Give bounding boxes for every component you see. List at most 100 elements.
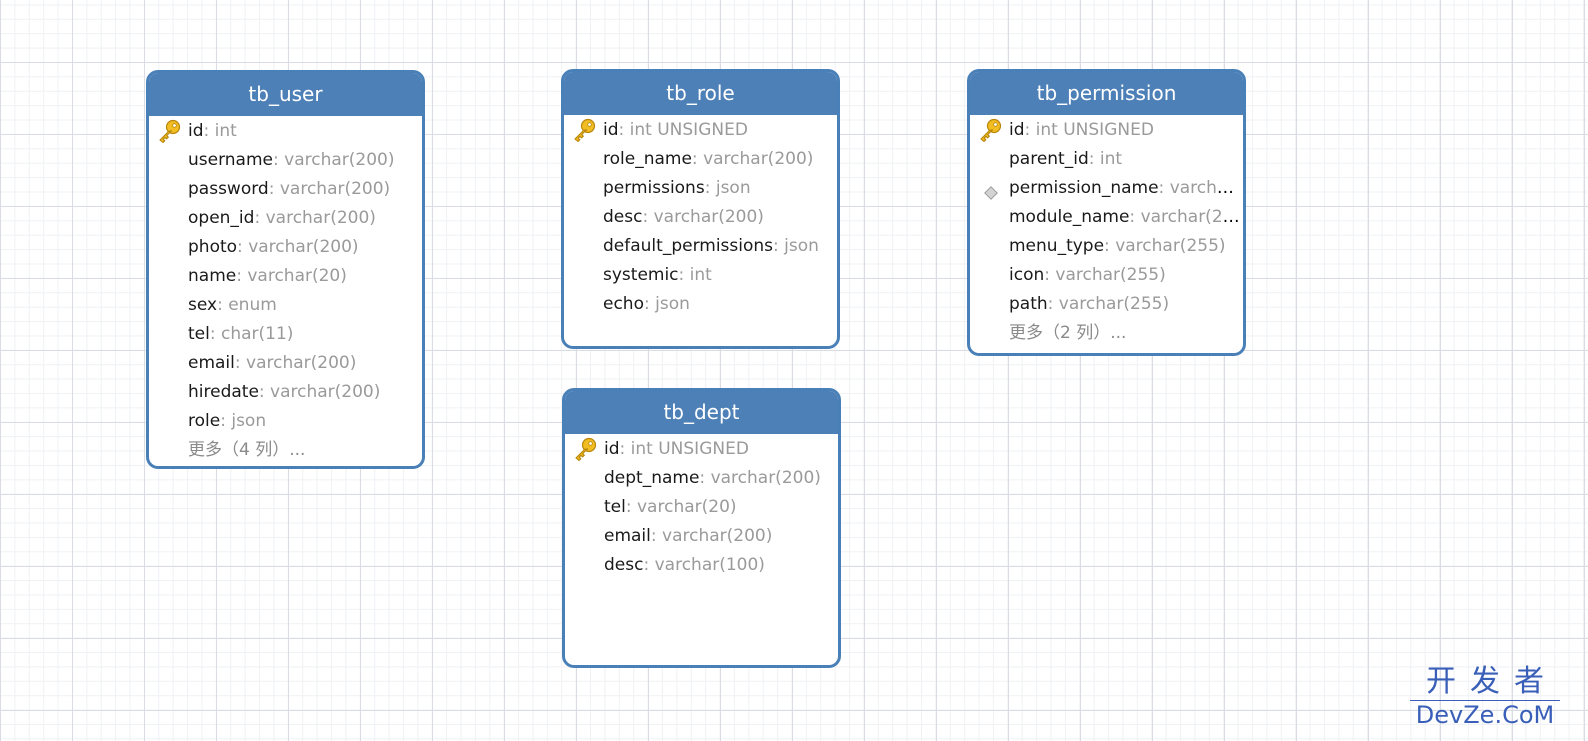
field-name: role [188, 411, 221, 431]
field-row[interactable]: photo: varchar(200) [149, 234, 422, 263]
field-name: echo [603, 294, 644, 314]
field-row[interactable]: id: int UNSIGNED [970, 117, 1243, 146]
field-name: open_id [188, 208, 255, 228]
field-separator: : [1024, 120, 1036, 140]
field-type: varchar(200) [662, 526, 773, 546]
field-separator: : [203, 121, 215, 141]
field-type: varchar(255) [1058, 294, 1170, 314]
field-row[interactable]: role_name: varchar(200) [564, 146, 837, 175]
field-row[interactable]: permissions: json [564, 175, 837, 204]
field-name: hiredate [188, 382, 259, 402]
field-separator: : [1044, 265, 1056, 285]
field-name: tel [188, 324, 210, 344]
field-row[interactable]: role: json [149, 408, 422, 437]
field-separator: : [643, 555, 655, 575]
field-type: int UNSIGNED [629, 120, 748, 140]
field-name: role_name [603, 149, 692, 169]
field-row[interactable]: sex: enum [149, 292, 422, 321]
field-name: path [1009, 294, 1048, 314]
field-type: varchar(200) [248, 237, 359, 257]
field-row[interactable]: default_permissions: json [564, 233, 837, 262]
field-row[interactable]: menu_type: varchar(255) [970, 233, 1243, 262]
field-type: enum [228, 295, 277, 315]
field-row[interactable]: id: int [149, 118, 422, 147]
field-type: varchar(255) [1055, 265, 1166, 285]
field-row[interactable]: name: varchar(20) [149, 263, 422, 292]
field-row[interactable]: open_id: varchar(200) [149, 205, 422, 234]
field-row[interactable]: icon: varchar(255) [970, 262, 1243, 291]
table-title[interactable]: tb_user [149, 73, 422, 116]
field-separator: : [1088, 149, 1100, 169]
field-separator: : [1129, 207, 1141, 227]
field-type: varchar(200) [246, 353, 357, 373]
field-name: password [188, 179, 269, 199]
field-type: varchar(255) [1115, 236, 1226, 256]
key-icon [572, 437, 598, 462]
table-title[interactable]: tb_role [564, 72, 837, 115]
field-row[interactable]: email: varchar(200) [149, 350, 422, 379]
field-separator: : [691, 149, 704, 169]
field-type: varchar... [1169, 178, 1243, 198]
field-separator: : [268, 179, 280, 199]
field-separator: : [625, 497, 637, 517]
field-name: permissions [603, 178, 705, 198]
field-separator: : [237, 237, 249, 257]
field-separator: : [773, 236, 785, 256]
field-type: json [231, 411, 267, 431]
field-row[interactable]: tel: char(11) [149, 321, 422, 350]
field-separator: : [1047, 294, 1059, 314]
table-title[interactable]: tb_permission [970, 72, 1243, 115]
field-row[interactable]: desc: varchar(100) [565, 552, 838, 581]
field-row[interactable]: id: int UNSIGNED [565, 436, 838, 465]
field-separator: : [234, 353, 247, 373]
field-name: id [604, 439, 620, 459]
field-name: default_permissions [603, 236, 774, 256]
field-separator: : [1104, 236, 1116, 256]
field-type: varchar(100) [654, 555, 765, 575]
field-row[interactable]: parent_id: int [970, 146, 1243, 175]
field-row[interactable]: desc: varchar(200) [564, 204, 837, 233]
field-separator: : [704, 178, 716, 198]
watermark-en: DevZe.CoM [1410, 700, 1560, 729]
field-row[interactable]: module_name: varchar(25... [970, 204, 1243, 233]
field-separator: : [642, 207, 654, 227]
field-row[interactable]: id: int UNSIGNED [564, 117, 837, 146]
field-name: dept_name [604, 468, 700, 488]
key-icon [977, 118, 1003, 143]
watermark-logo: 开发者 DevZe.CoM [1410, 664, 1560, 729]
field-name: email [188, 353, 235, 373]
field-row[interactable]: systemic: int [564, 262, 837, 291]
field-row[interactable]: path: varchar(255) [970, 291, 1243, 320]
field-separator: : [619, 439, 631, 459]
more-columns-row[interactable]: 更多（4 列）... [188, 440, 306, 460]
field-type: varchar(200) [279, 179, 391, 199]
watermark-cn: 开发者 [1426, 664, 1558, 699]
field-row[interactable]: tel: varchar(20) [565, 494, 838, 523]
field-row[interactable]: dept_name: varchar(200) [565, 465, 838, 494]
field-row[interactable]: hiredate: varchar(200) [149, 379, 422, 408]
field-separator: : [273, 150, 285, 170]
field-row[interactable]: password: varchar(200) [149, 176, 422, 205]
field-type: varchar(200) [710, 468, 821, 488]
table-title[interactable]: tb_dept [565, 391, 838, 434]
field-row[interactable]: echo: json [564, 291, 837, 320]
field-separator: : [1158, 178, 1170, 198]
field-row[interactable]: email: varchar(200) [565, 523, 838, 552]
field-separator: : [678, 265, 690, 285]
field-type: json [784, 236, 819, 256]
field-separator: : [254, 208, 266, 228]
field-row[interactable]: username: varchar(200) [149, 147, 422, 176]
field-type: int UNSIGNED [630, 439, 749, 459]
field-row[interactable]: permission_name: varchar... [970, 175, 1243, 204]
more-columns-row[interactable]: 更多（2 列）... [1009, 323, 1127, 343]
field-separator: : [220, 411, 232, 431]
field-separator: : [650, 526, 663, 546]
